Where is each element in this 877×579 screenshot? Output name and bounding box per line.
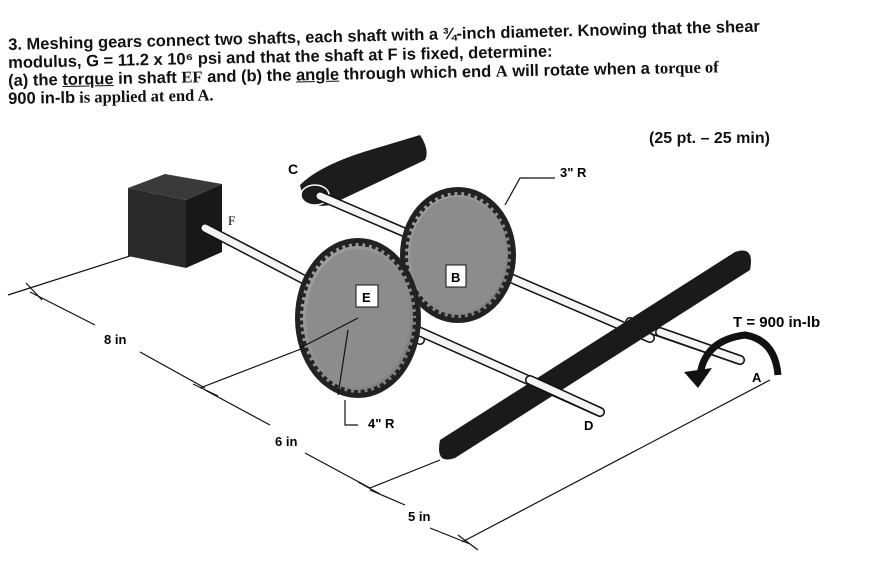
gear-e: [295, 238, 421, 398]
label-torque: T = 900 in-lb: [733, 314, 820, 331]
label-dim-5: 5 in: [408, 509, 430, 524]
label-box-e: [355, 284, 379, 308]
label-e: E: [362, 290, 371, 305]
torque-arrow: [684, 331, 782, 388]
dim-6-line-a: [204, 389, 271, 426]
label-dim-8: 8 in: [104, 332, 126, 347]
bearing-bar-d: [439, 250, 751, 460]
dim-5-line-a: [369, 489, 406, 506]
dim-8-line-a: [29, 291, 96, 326]
radius-leaders: [344, 177, 555, 426]
ref-line-a: [461, 379, 771, 543]
fixed-support-block: [128, 174, 222, 268]
torque-arrowhead: [684, 368, 712, 388]
label-d: D: [584, 418, 593, 433]
label-c: C: [288, 161, 298, 177]
tick-6: [357, 481, 381, 495]
gear-b: [400, 187, 516, 323]
dim-8-line-b: [139, 351, 206, 389]
tick-5: [457, 534, 479, 551]
leader-3r: [504, 177, 555, 206]
dimension-lines: [7, 231, 771, 551]
label-f: F: [228, 213, 235, 228]
label-radius-4: 4" R: [368, 416, 395, 431]
leader-4r: [344, 400, 358, 426]
label-dim-6: 6 in: [275, 434, 297, 449]
label-b: B: [451, 270, 460, 285]
label-a: A: [752, 370, 762, 385]
label-box-b: [445, 264, 467, 288]
points-time-note: (25 pt. – 25 min): [649, 130, 770, 147]
ref-line-d: [369, 459, 441, 489]
label-radius-3: 3" R: [560, 165, 587, 180]
